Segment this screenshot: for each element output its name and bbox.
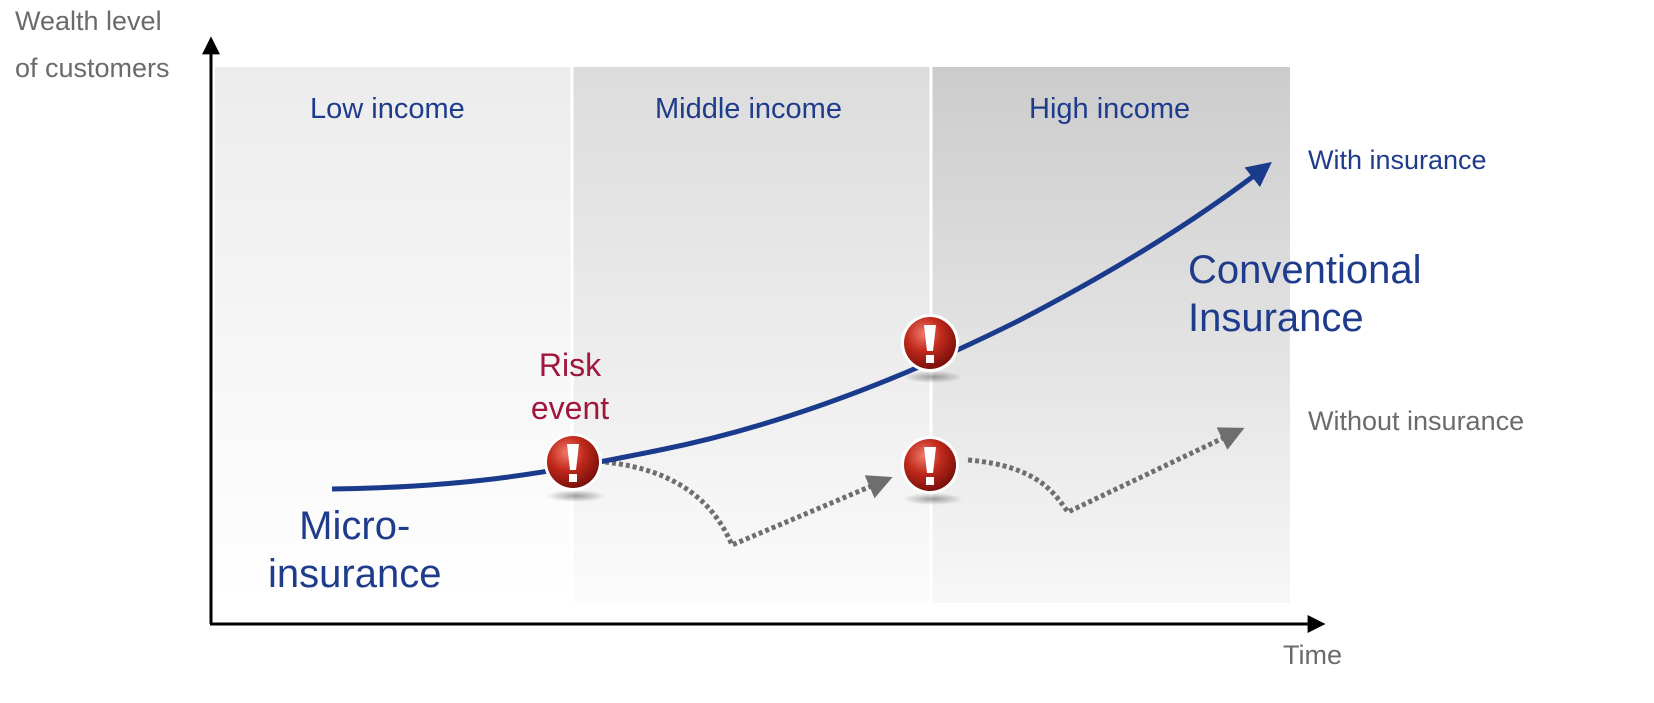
band-low [215, 67, 571, 603]
conventional-line2: Insurance [1188, 296, 1364, 340]
without-insurance-segment [967, 427, 1245, 516]
band-label-low: Low income [310, 93, 465, 125]
y-axis-label-line2: of customers [15, 53, 170, 83]
y-axis-label-line1: Wealth level [15, 6, 162, 36]
micro-insurance-label: Micro- insurance [268, 502, 441, 598]
conventional-line1: Conventional [1188, 248, 1422, 292]
risk-label-line1: Risk [538, 347, 602, 383]
with-insurance-label: With insurance [1308, 145, 1487, 175]
micro-line2: insurance [268, 552, 442, 596]
risk-event-label: Risk event [520, 344, 620, 430]
conventional-insurance-label: Conventional Insurance [1188, 246, 1422, 342]
risk-label-line2: event [530, 390, 610, 427]
x-axis-label: Time [1283, 640, 1342, 670]
micro-line1: Micro- [299, 504, 411, 548]
with-insurance-curve [331, 161, 1272, 492]
without-insurance-label: Without insurance [1308, 406, 1525, 436]
band-label-high: High income [1029, 93, 1191, 125]
band-middle [573, 67, 930, 603]
band-label-middle: Middle income [655, 93, 842, 125]
